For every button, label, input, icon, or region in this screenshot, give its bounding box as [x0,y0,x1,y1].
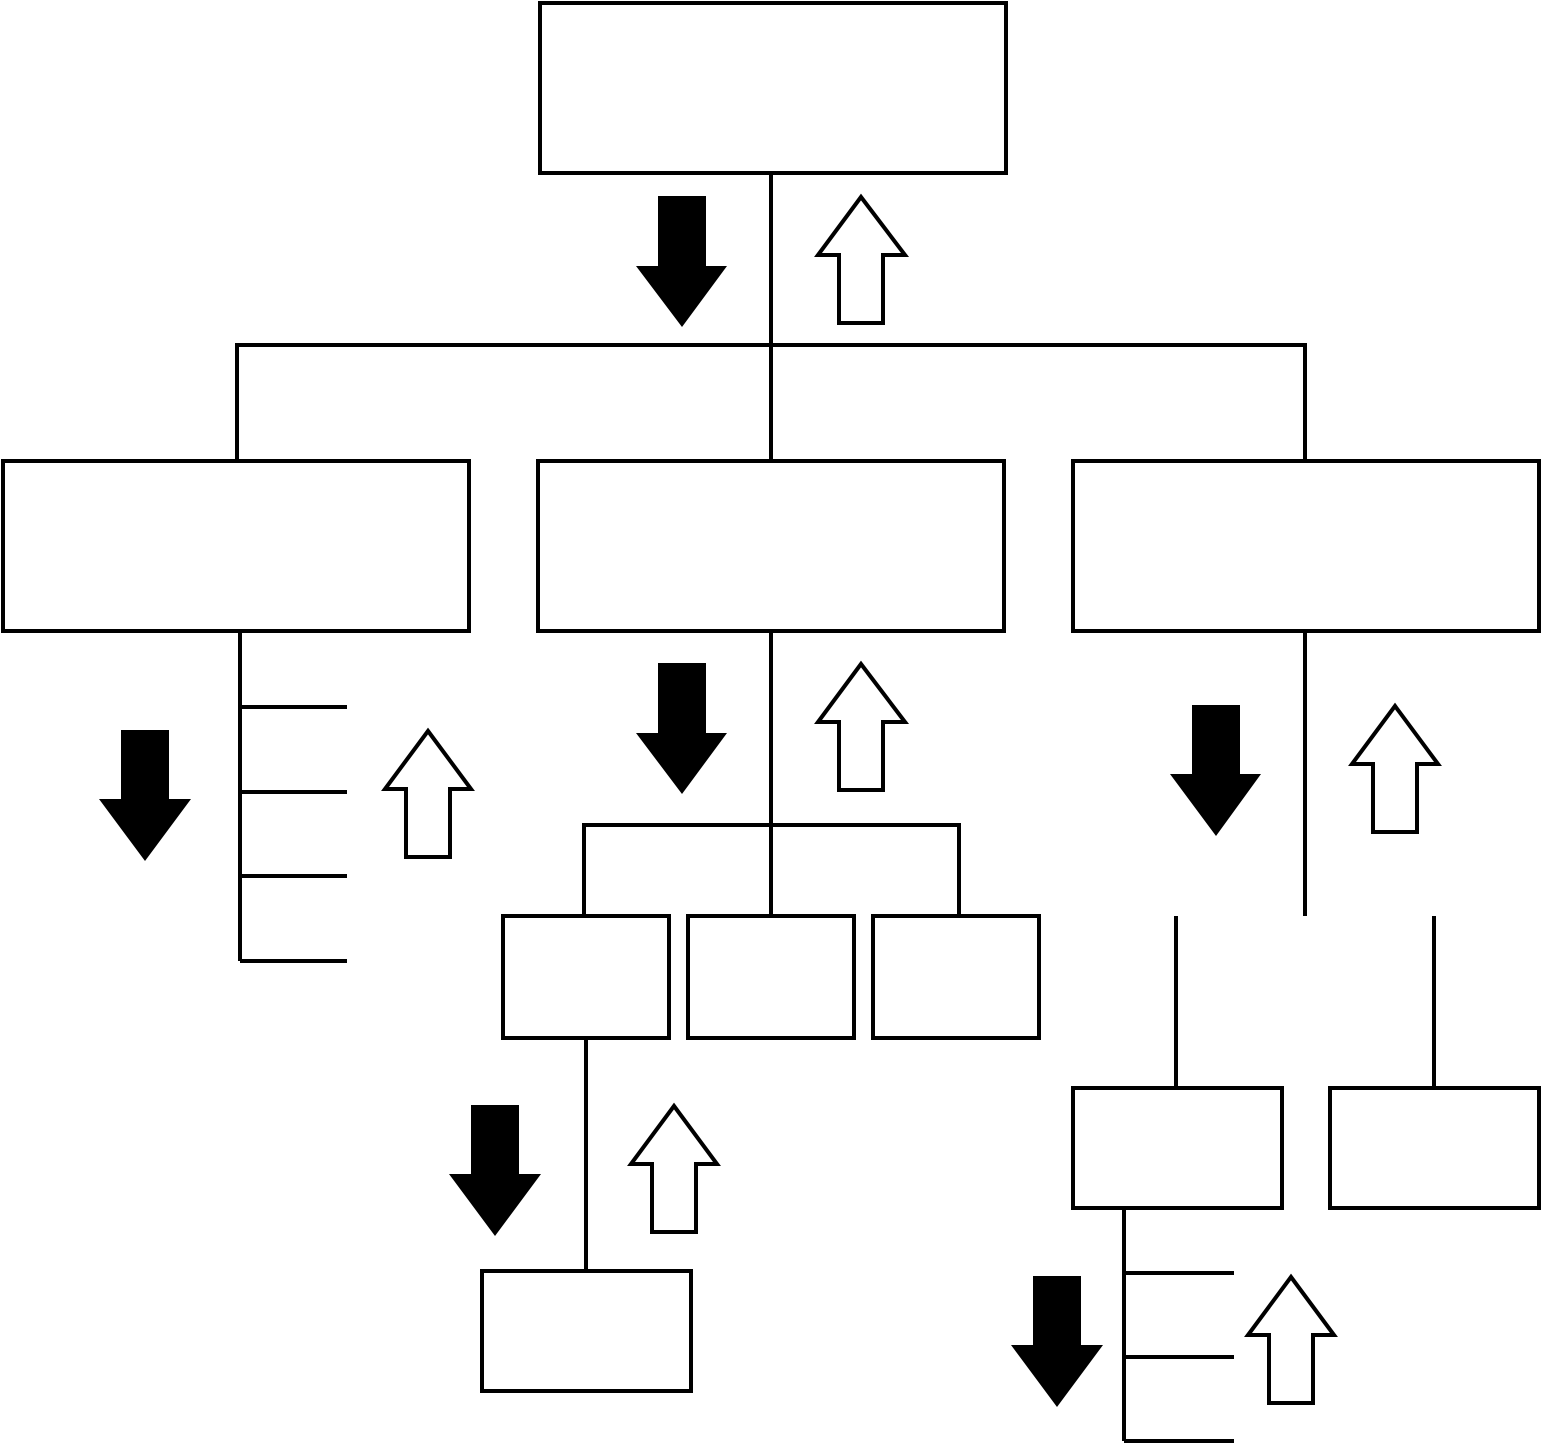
box-level3-right-b [1328,1086,1541,1210]
box-level3-right-a [1071,1086,1284,1210]
arrow-down-icon [1011,1276,1103,1407]
arrow-up-icon [814,193,910,325]
box-level2-middle-c [871,914,1041,1040]
box-level1-right [1071,459,1541,633]
arrow-up-icon [1244,1273,1338,1405]
arrow-down-icon [636,663,727,794]
box-root [538,1,1008,175]
boxes [1,1,1541,1393]
connector-level1-bus [235,343,1307,461]
box-level3-middle-a-child [480,1269,693,1393]
box-level1-left [1,459,471,633]
arrow-up-icon [814,660,910,792]
arrow-up-icon [627,1102,721,1234]
arrow-up-icon [381,727,475,859]
box-level2-middle-a [501,914,671,1040]
connectors [235,173,1436,1443]
box-level2-middle-b [686,914,856,1040]
arrow-down-icon [1170,705,1261,836]
arrow-down-icon [636,196,727,327]
arrow-down-icon [99,730,191,861]
arrow-up-icon [1348,702,1442,834]
up-arrows [381,193,1442,1405]
arrow-down-icon [449,1105,541,1236]
box-level1-middle [536,459,1006,633]
down-arrows [99,196,1261,1407]
connector-middle-bus [582,823,961,916]
